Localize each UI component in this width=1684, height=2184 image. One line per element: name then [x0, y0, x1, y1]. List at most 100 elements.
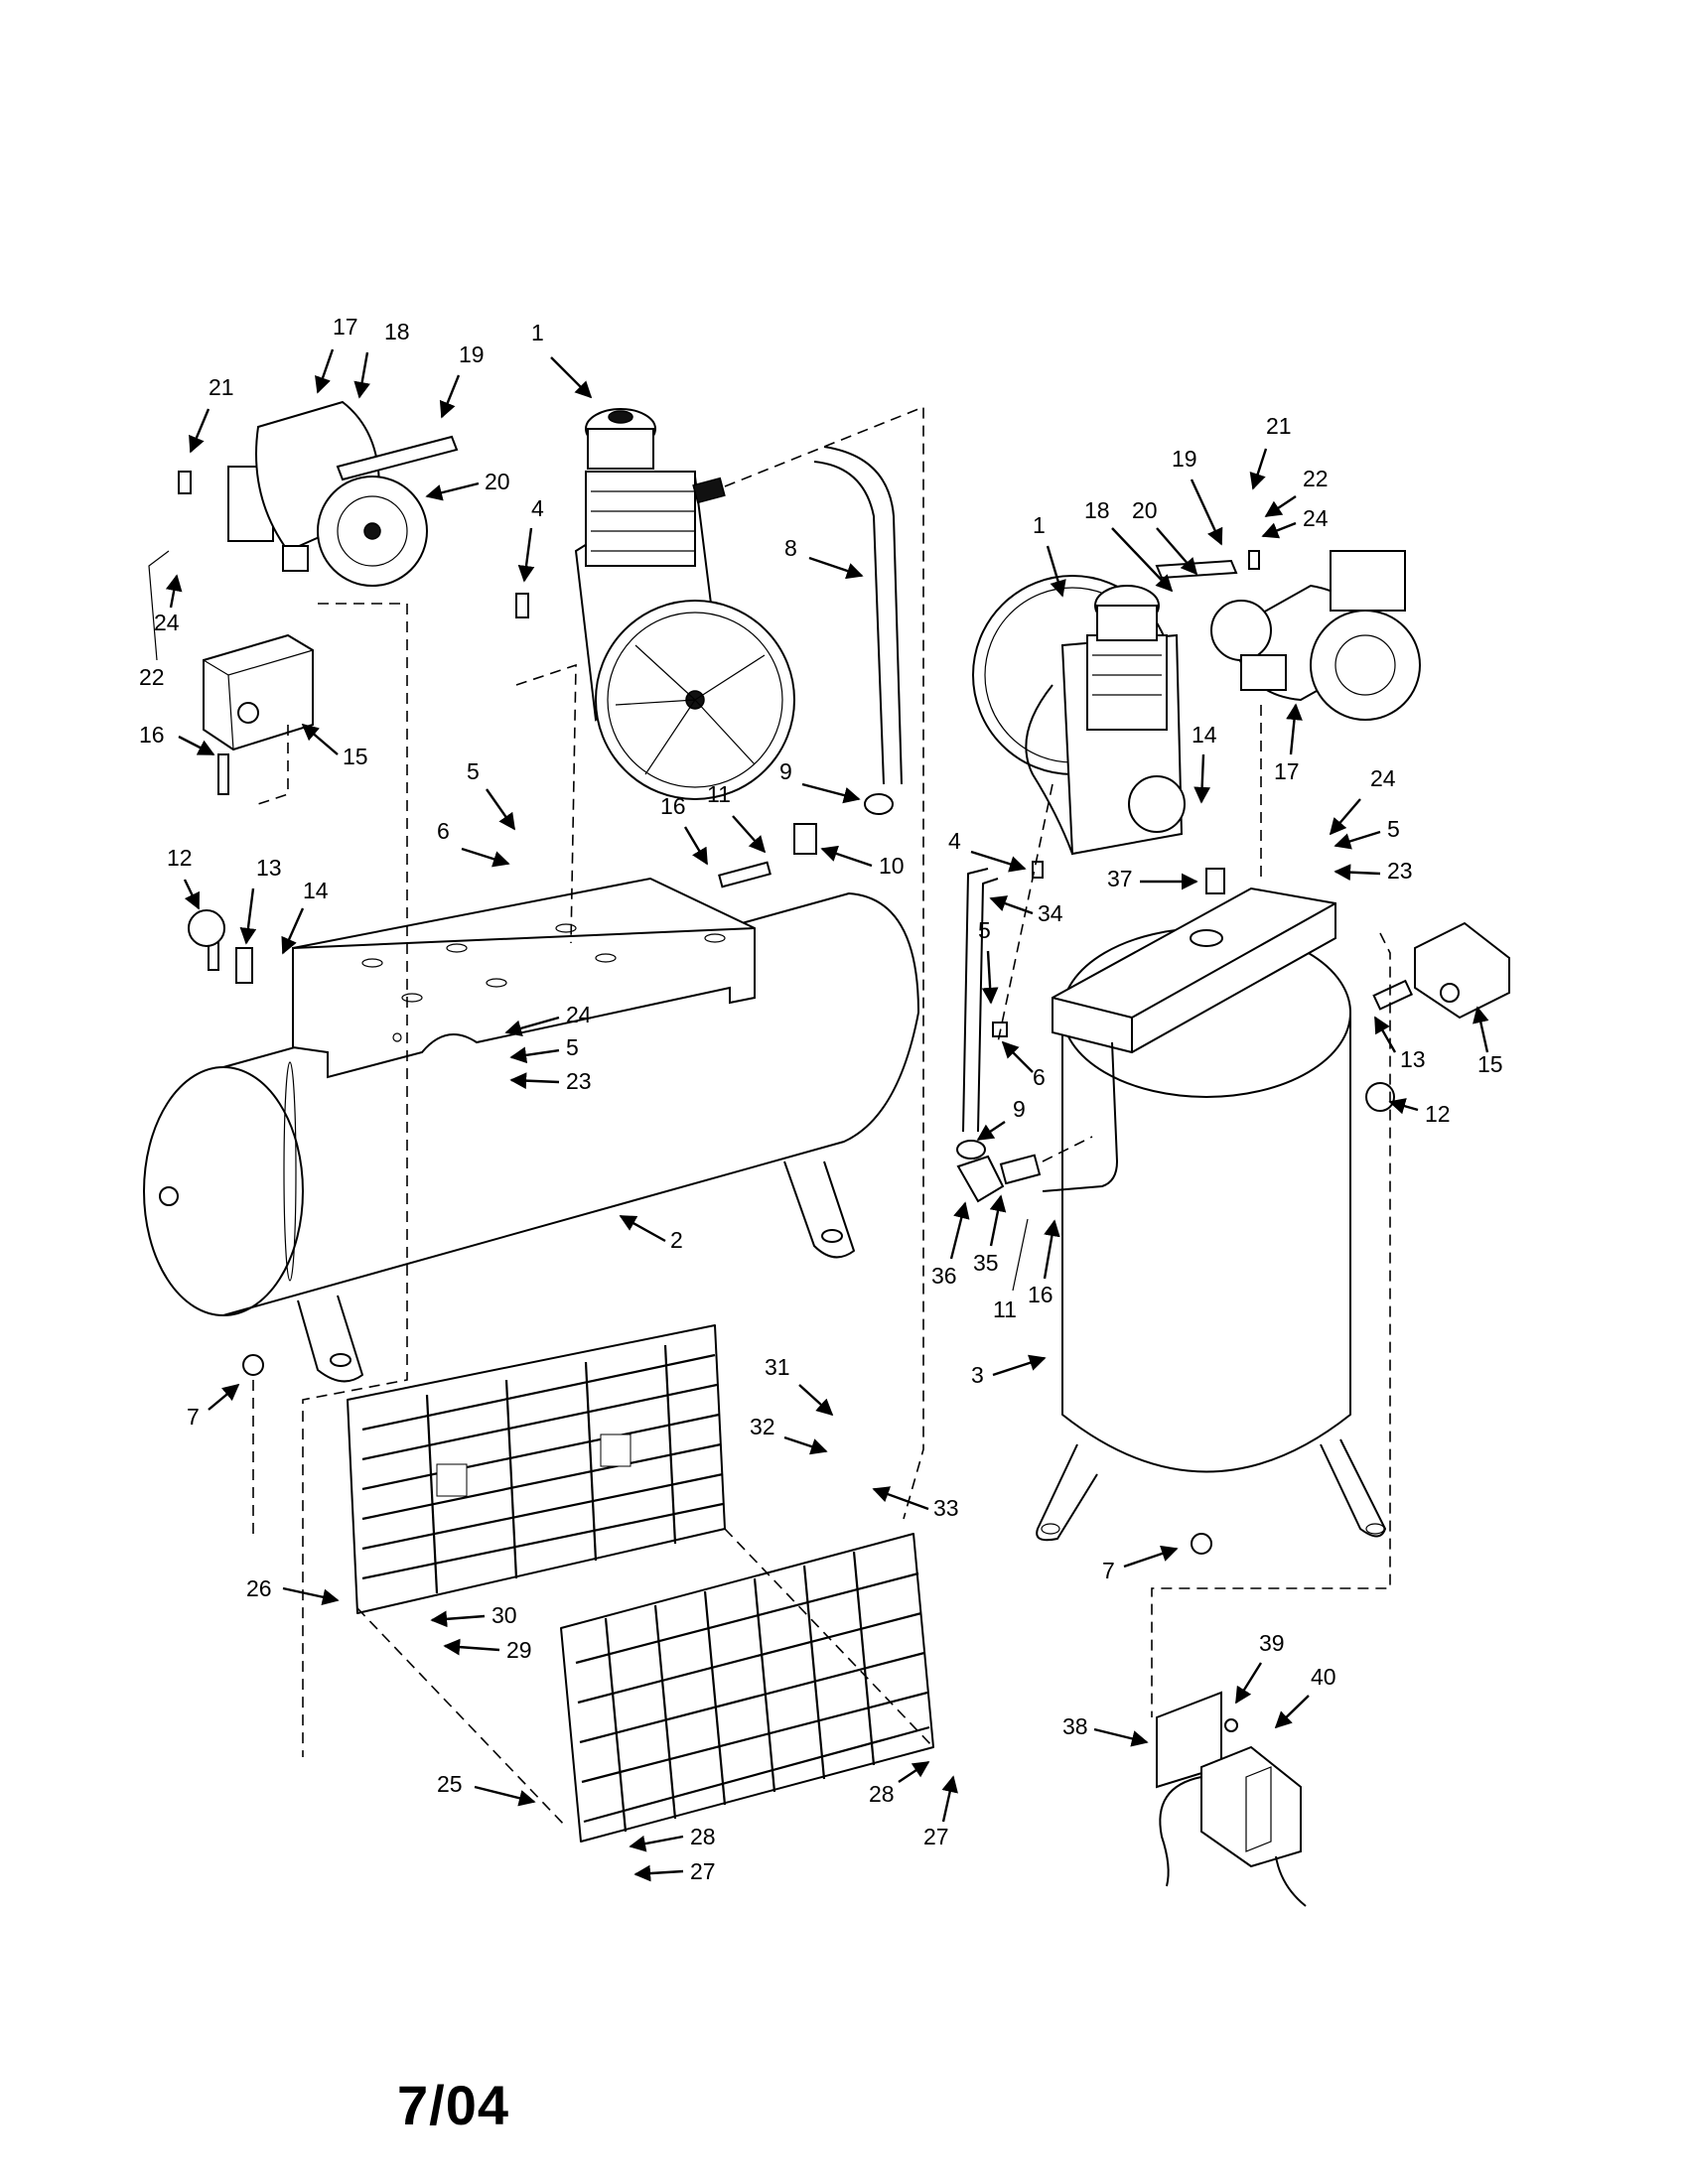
callout-11-left: 11	[707, 781, 731, 807]
horizontal-tank	[143, 892, 919, 1383]
callout-5-left-top: 5	[467, 758, 480, 784]
assembly-leader	[724, 1528, 934, 1748]
callout-21-right: 21	[1266, 413, 1292, 439]
nipple	[718, 861, 772, 888]
horizontal-tank-assembly	[143, 400, 924, 1757]
callout-31: 31	[765, 1354, 790, 1380]
callout-22-right: 22	[1303, 466, 1329, 491]
callout-25: 25	[437, 1771, 463, 1797]
callout-5-right: 5	[978, 917, 991, 943]
bolt	[1248, 550, 1260, 570]
pressure-switch	[203, 633, 314, 751]
callout-32: 32	[750, 1414, 775, 1439]
pressure-gauge	[1365, 1082, 1395, 1112]
compressor-pump	[972, 575, 1186, 856]
assembly-leader	[1042, 1136, 1093, 1162]
callout-16-left: 16	[660, 793, 686, 819]
callout-24-left-top: 24	[154, 610, 180, 635]
bolt	[178, 471, 192, 494]
callout-22-leader	[148, 550, 170, 661]
callout-7-left: 7	[187, 1404, 200, 1430]
vertical-tank-assembly	[956, 550, 1510, 1907]
callout-38: 38	[1062, 1713, 1088, 1739]
compressor-pump	[574, 408, 795, 800]
vertical-mounting-plate	[1052, 887, 1336, 1054]
callout-20: 20	[485, 469, 510, 494]
check-valve	[999, 1154, 1042, 1185]
callout-19: 19	[459, 341, 485, 367]
callout-6-right: 6	[1033, 1064, 1046, 1090]
callout-16-right: 16	[1028, 1282, 1053, 1307]
callout-9-left: 9	[779, 758, 792, 784]
pressure-switch	[1414, 921, 1510, 1020]
electric-motor	[1155, 550, 1421, 721]
callout-1-left: 1	[531, 320, 544, 345]
callout-36: 36	[931, 1263, 957, 1289]
callout-1-right: 1	[1033, 512, 1046, 538]
callout-21: 21	[209, 374, 234, 400]
bolt	[515, 593, 529, 618]
callout-33: 33	[933, 1495, 959, 1521]
callout-14-right: 14	[1192, 722, 1217, 748]
callout-24-right: 24	[1370, 765, 1396, 791]
callout-28-bottom: 28	[690, 1824, 716, 1849]
callout-10: 10	[879, 853, 905, 879]
callout-14-left: 14	[303, 878, 329, 903]
callout-22-left: 22	[139, 664, 165, 690]
pump-mounting-plate	[292, 877, 756, 1079]
bolt	[1032, 861, 1044, 879]
discharge-tube	[813, 446, 903, 785]
tube-stub	[217, 753, 229, 795]
discharge-tube	[962, 868, 999, 1133]
callout-4-right: 4	[948, 828, 961, 854]
unloader-tube	[1042, 1041, 1118, 1192]
assembly-leader	[302, 603, 408, 1757]
callout-34: 34	[1038, 900, 1063, 926]
elbow-fitting	[956, 1155, 1005, 1203]
callout-27: 27	[923, 1824, 949, 1849]
callout-7-right: 7	[1102, 1558, 1115, 1583]
callout-24-left: 24	[566, 1002, 592, 1027]
callout-5-right-top: 5	[1387, 816, 1400, 842]
callout-18: 18	[384, 319, 410, 344]
callout-23-left: 23	[566, 1068, 592, 1094]
assembly-leader	[997, 783, 1053, 1043]
callout-35: 35	[973, 1250, 999, 1276]
nipple	[1205, 868, 1225, 894]
callout-12-right: 12	[1425, 1101, 1451, 1127]
electric-motor	[227, 400, 459, 587]
callout-40: 40	[1311, 1664, 1336, 1690]
callout-13-left: 13	[256, 855, 282, 881]
callout-17: 17	[333, 314, 358, 340]
callout-30: 30	[491, 1602, 517, 1628]
callouts: 17 18 19 21 20 1 4 8 24 22 16 15 9 5 6 1…	[139, 314, 1503, 1884]
callout-37: 37	[1107, 866, 1133, 891]
callout-23-right: 23	[1387, 858, 1413, 884]
nut	[864, 793, 894, 815]
callout-15-right: 15	[1477, 1051, 1503, 1077]
callout-3: 3	[971, 1362, 984, 1388]
callout-8: 8	[784, 535, 797, 561]
callout-17-right: 17	[1274, 758, 1300, 784]
safety-valve	[1372, 979, 1414, 1011]
callout-28: 28	[869, 1781, 895, 1807]
callout-9-right: 9	[1013, 1096, 1026, 1122]
assembly-leader	[1151, 932, 1391, 1717]
check-valve	[793, 823, 817, 855]
nut	[956, 1140, 986, 1160]
callout-29: 29	[506, 1637, 532, 1663]
assembly-leader	[724, 405, 924, 1520]
callout-39: 39	[1259, 1630, 1285, 1656]
belt-guard-back	[347, 1324, 726, 1614]
assembly-leader	[515, 663, 577, 944]
pressure-gauge	[188, 909, 225, 947]
callout-15-left: 15	[343, 744, 368, 769]
callout-4-left: 4	[531, 495, 544, 521]
callout-20-right: 20	[1132, 497, 1158, 523]
belt-guard-front	[560, 1533, 934, 1843]
callout-2: 2	[670, 1227, 683, 1253]
callout-26: 26	[246, 1575, 272, 1601]
revision-date: 7/04	[397, 2074, 509, 2136]
callout-5-left: 5	[566, 1034, 579, 1060]
